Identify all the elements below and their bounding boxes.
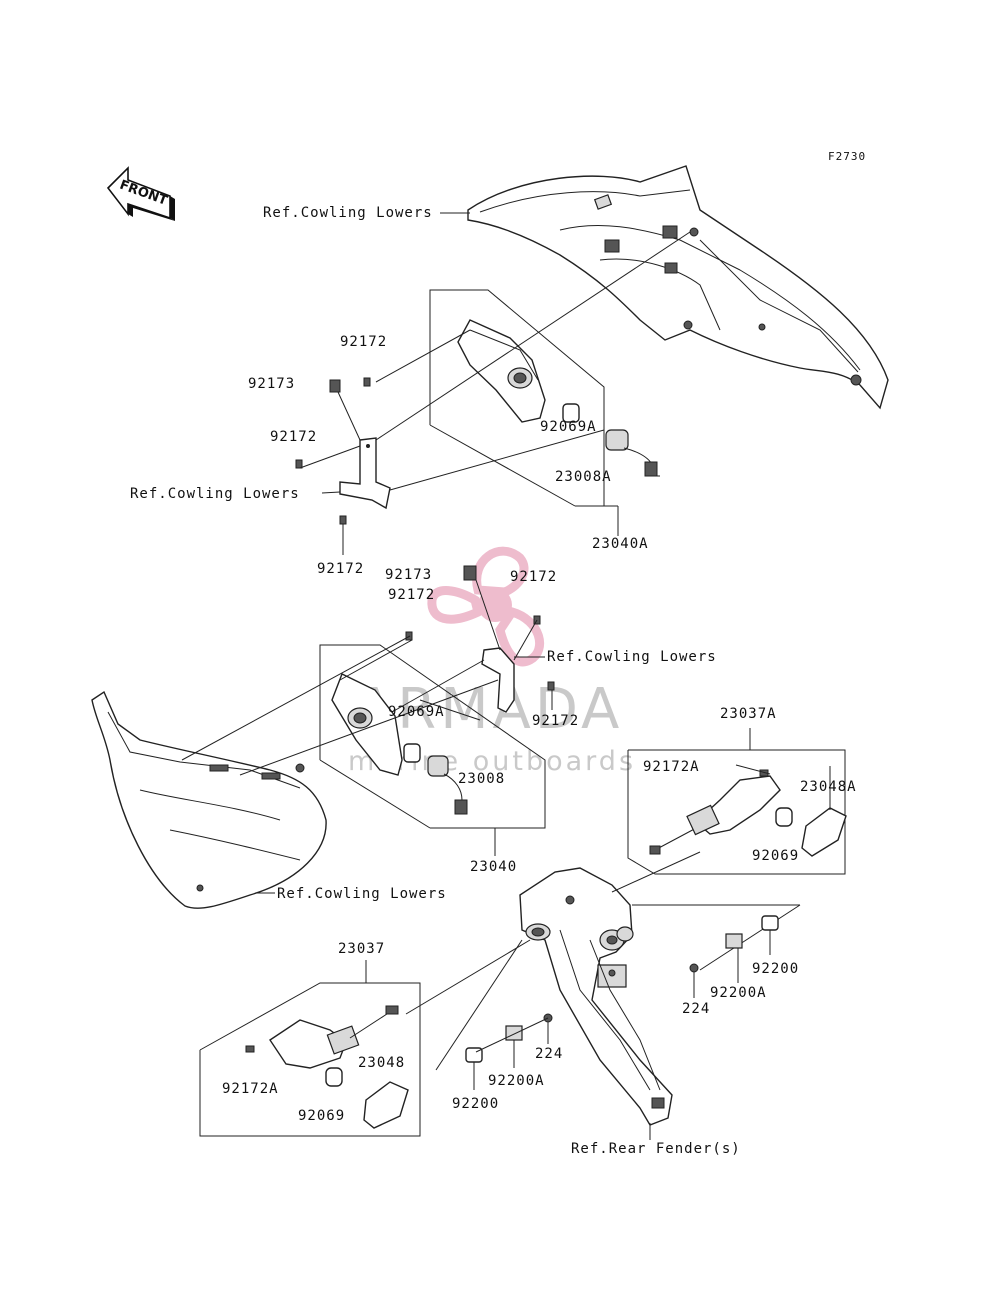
upper-fasteners (295, 231, 691, 555)
label-92172: 92172 (317, 561, 364, 577)
label-92069: 92069 (298, 1108, 345, 1124)
label-92069A: 92069A (540, 419, 597, 435)
rear-fender-bracket (519, 851, 801, 1140)
label-92172: 92172 (532, 713, 579, 729)
figure-code: F2730 (828, 150, 866, 163)
label-23040: 23040 (470, 859, 517, 875)
lower-fasteners (181, 565, 555, 776)
box-23037A (627, 749, 846, 875)
left-fasteners (435, 939, 553, 1090)
box-23037 (199, 982, 421, 1137)
label-92172: 92172 (388, 587, 435, 603)
socket-23008 (427, 755, 468, 815)
label-ref-cowling-lowers-top: Ref.Cowling Lowers (263, 205, 433, 221)
upper-rear-cowling (440, 165, 889, 410)
label-92200A: 92200A (488, 1073, 545, 1089)
label-92200A: 92200A (710, 985, 767, 1001)
label-92172A: 92172A (643, 759, 700, 775)
label-92172: 92172 (510, 569, 557, 585)
bulb-92069A-upper (562, 403, 580, 423)
label-92069A: 92069A (388, 704, 445, 720)
lower-stay-bracket (481, 647, 545, 713)
label-92069: 92069 (752, 848, 799, 864)
bulb-92069-right (775, 807, 793, 827)
label-23048A: 23048A (800, 779, 857, 795)
label-23048: 23048 (358, 1055, 405, 1071)
label-92173: 92173 (385, 567, 432, 583)
label-92200: 92200 (752, 961, 799, 977)
front-arrow-icon: FRONT (106, 166, 175, 221)
lens-23048A (801, 766, 847, 857)
upper-stay-bracket (321, 437, 391, 510)
label-23040A: 23040A (592, 536, 649, 552)
watermark-brand: ARMADA (355, 677, 623, 742)
label-92200: 92200 (452, 1096, 499, 1112)
lens-23048 (363, 1081, 409, 1129)
label-ref-cowling-lowers: Ref.Cowling Lowers (277, 886, 447, 902)
lower-front-turn-signal (331, 673, 403, 776)
label-92173: 92173 (248, 376, 295, 392)
rear-left-turn-signal-23037 (245, 1005, 399, 1069)
box-23040 (319, 644, 546, 829)
label-ref-rear-fender: Ref.Rear Fender(s) (571, 1141, 741, 1157)
label-ref-cowling-lowers: Ref.Cowling Lowers (547, 649, 717, 665)
bulb-92069A-lower (403, 743, 421, 763)
watermark-logo (427, 546, 545, 667)
right-fasteners (689, 915, 779, 998)
label-23037A: 23037A (720, 706, 777, 722)
label-ref-cowling-lowers: Ref.Cowling Lowers (130, 486, 300, 502)
label-23008: 23008 (458, 771, 505, 787)
label-23037: 23037 (338, 941, 385, 957)
rear-right-turn-signal-23037A (649, 764, 781, 855)
label-224: 224 (682, 1001, 710, 1017)
lower-left-cowling (91, 690, 327, 909)
label-92172: 92172 (340, 334, 387, 350)
label-92172A: 92172A (222, 1081, 279, 1097)
socket-23008A (605, 429, 660, 477)
upper-front-turn-signal (457, 319, 546, 423)
label-23008A: 23008A (555, 469, 612, 485)
label-224: 224 (535, 1046, 563, 1062)
label-92172: 92172 (270, 429, 317, 445)
bulb-92069-left (325, 1067, 343, 1087)
